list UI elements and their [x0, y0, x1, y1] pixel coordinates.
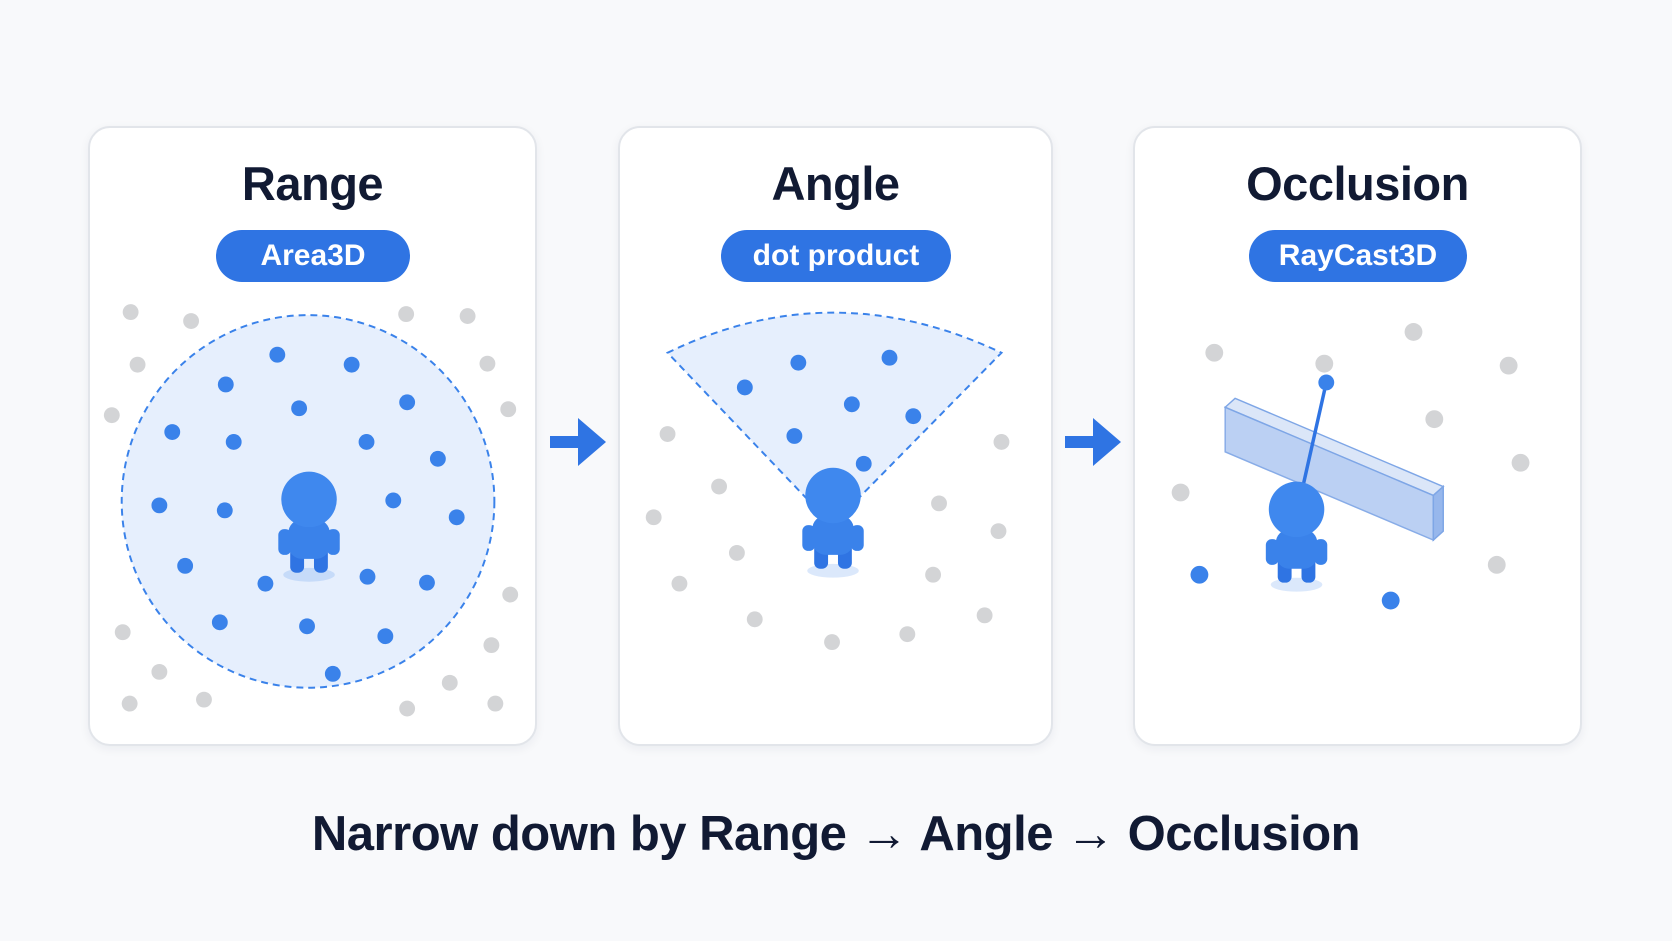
detected-dots: [151, 346, 465, 682]
occlusion-scene: [1171, 323, 1530, 610]
panel-range: Range Area3D: [88, 126, 537, 746]
panel-angle: Angle dot product: [618, 126, 1053, 746]
panel-occlusion: Occlusion RayCast3D: [1133, 126, 1582, 746]
wall-obstacle: [1223, 397, 1445, 542]
range-scene: [103, 304, 519, 717]
detected-dots: [1190, 565, 1400, 610]
angle-scene: [645, 311, 1010, 651]
ignored-dots: [1171, 323, 1530, 574]
badge-area3d: Area3D: [216, 230, 410, 282]
detected-dots: [736, 349, 922, 472]
ignored-dots: [645, 426, 1010, 651]
panel-title: Angle: [771, 157, 900, 210]
right-arrow-icon: [1065, 418, 1121, 466]
vision-cone: [665, 311, 1004, 527]
character-icon: [802, 467, 864, 578]
panel-title: Range: [241, 157, 384, 210]
panel-title: Occlusion: [1246, 157, 1469, 210]
ray-target-dot: [1318, 374, 1335, 391]
character-icon: [278, 471, 340, 582]
ignored-dots: [103, 304, 519, 717]
caption: Narrow down by Range → Angle → Occlusion: [311, 807, 1361, 861]
badge-raycast3d: RayCast3D: [1249, 230, 1467, 282]
character-icon: [1265, 481, 1328, 592]
badge-dot-product: dot product: [721, 230, 951, 282]
right-arrow-icon: [550, 418, 606, 466]
